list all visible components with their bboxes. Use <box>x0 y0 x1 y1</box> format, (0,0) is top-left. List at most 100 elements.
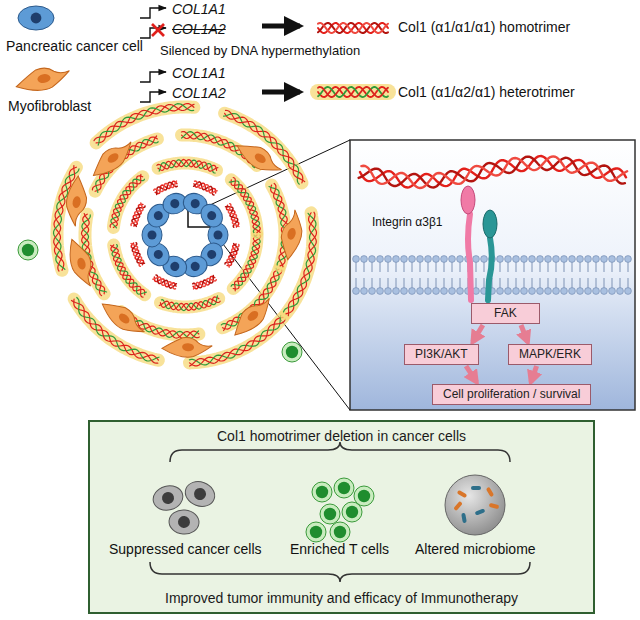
lipid-head <box>353 288 360 295</box>
cell-nucleus <box>169 198 180 209</box>
t-cell-nucleus <box>286 346 298 358</box>
lipid-head <box>457 256 464 263</box>
cell-body <box>65 236 97 289</box>
myofibroblast <box>65 236 97 289</box>
inset-illustration <box>353 156 632 300</box>
bacterium <box>471 486 481 490</box>
lipid-tail <box>620 278 621 288</box>
lipid-tail <box>604 278 605 288</box>
collagen-strand <box>154 181 177 192</box>
signal-arrow <box>521 325 528 342</box>
cell-nucleus <box>246 309 260 323</box>
cell-nucleus <box>190 261 201 272</box>
lipid-tail <box>564 278 565 288</box>
lipid-tail <box>372 262 373 272</box>
cell-nucleus <box>161 491 176 506</box>
lipid-tail <box>444 278 445 288</box>
lipid-tail <box>548 278 549 288</box>
lipid-tail <box>620 262 621 272</box>
lipid-head <box>569 288 576 295</box>
label-text: COL1A1 <box>172 65 226 82</box>
lipid-tail <box>396 278 397 288</box>
cell-nucleus <box>76 257 87 271</box>
t-cell <box>342 502 362 522</box>
fiber-glow <box>225 113 302 183</box>
cell-nucleus <box>31 13 42 24</box>
lipid-head <box>417 288 424 295</box>
integrin-beta1 <box>488 238 492 300</box>
lipid-tail <box>356 262 357 272</box>
lipid-tail <box>404 278 405 288</box>
label-text: Col1 (α1/α1/α1) homotrimer <box>398 19 570 36</box>
collagen-strand <box>233 178 260 233</box>
lipid-tail <box>628 278 629 288</box>
cell-body <box>227 293 278 340</box>
cell-nucleus <box>152 209 165 222</box>
lipid-tail <box>532 278 533 288</box>
lipid-head <box>585 256 592 263</box>
inset-panel <box>350 140 635 410</box>
lipid-head <box>505 288 512 295</box>
cell-nucleus <box>148 231 157 240</box>
lipid-head <box>361 288 368 295</box>
collagen-strand <box>221 268 279 326</box>
label-text: Suppressed cancer cells <box>109 541 262 558</box>
lipid-head <box>425 256 432 263</box>
collagen-strand <box>159 299 220 311</box>
lipid-tail <box>460 262 461 272</box>
collagen-strand <box>161 296 217 311</box>
lipid-tail <box>556 262 557 272</box>
t-cell-nucleus <box>358 490 370 502</box>
integrin-alpha3 <box>468 214 471 300</box>
lipid-head <box>545 256 552 263</box>
cell-body <box>161 336 212 359</box>
lipid-head <box>433 256 440 263</box>
lipid-tail <box>396 262 397 272</box>
collagen-strand <box>361 156 627 188</box>
lipid-tail <box>404 262 405 272</box>
lipid-tail <box>476 262 477 272</box>
lipid-head <box>513 288 520 295</box>
suppressed-cancer-cell <box>150 483 185 514</box>
lipid-head <box>609 288 616 295</box>
lipid-head <box>385 256 392 263</box>
lipid-tail <box>444 262 445 272</box>
lipid-tail <box>476 278 477 288</box>
lipid-tail <box>428 262 429 272</box>
collagen-strand <box>318 87 388 97</box>
cell-body <box>182 478 218 511</box>
lipid-head <box>521 288 528 295</box>
collagen-strand <box>111 245 145 295</box>
cell-body <box>150 483 185 514</box>
lipid-tail <box>628 262 629 272</box>
t-cell <box>312 482 332 502</box>
lipid-tail <box>564 262 565 272</box>
cell-body <box>233 136 285 181</box>
lipid-head <box>593 256 600 263</box>
signal-arrow <box>473 325 483 342</box>
lipid-tail <box>364 262 365 272</box>
collagen-strand <box>131 203 143 226</box>
box-text: FAK <box>494 306 517 321</box>
lipid-head <box>457 288 464 295</box>
lipid-head <box>625 288 632 295</box>
lipid-tail <box>460 278 461 288</box>
myofibroblast <box>14 64 72 95</box>
lipid-tail <box>540 278 541 288</box>
collagen-strand <box>131 244 142 267</box>
t-cell-nucleus <box>316 486 328 498</box>
lipid-tail <box>596 262 597 272</box>
lipid-tail <box>580 262 581 272</box>
lipid-head <box>545 288 552 295</box>
lipid-head <box>561 256 568 263</box>
collagen-strand <box>195 181 218 193</box>
label-text: Integrin α3β1 <box>372 214 443 231</box>
lipid-head <box>529 256 536 263</box>
t-cell <box>282 342 302 362</box>
lipid-tail <box>508 278 509 288</box>
integrin-alpha3-head <box>461 186 475 214</box>
cell-nucleus <box>117 312 131 326</box>
myofibroblast <box>276 208 308 261</box>
lipid-tail <box>572 278 573 288</box>
label-text: Col1 (α1/α2/α1) heterotrimer <box>398 84 575 101</box>
